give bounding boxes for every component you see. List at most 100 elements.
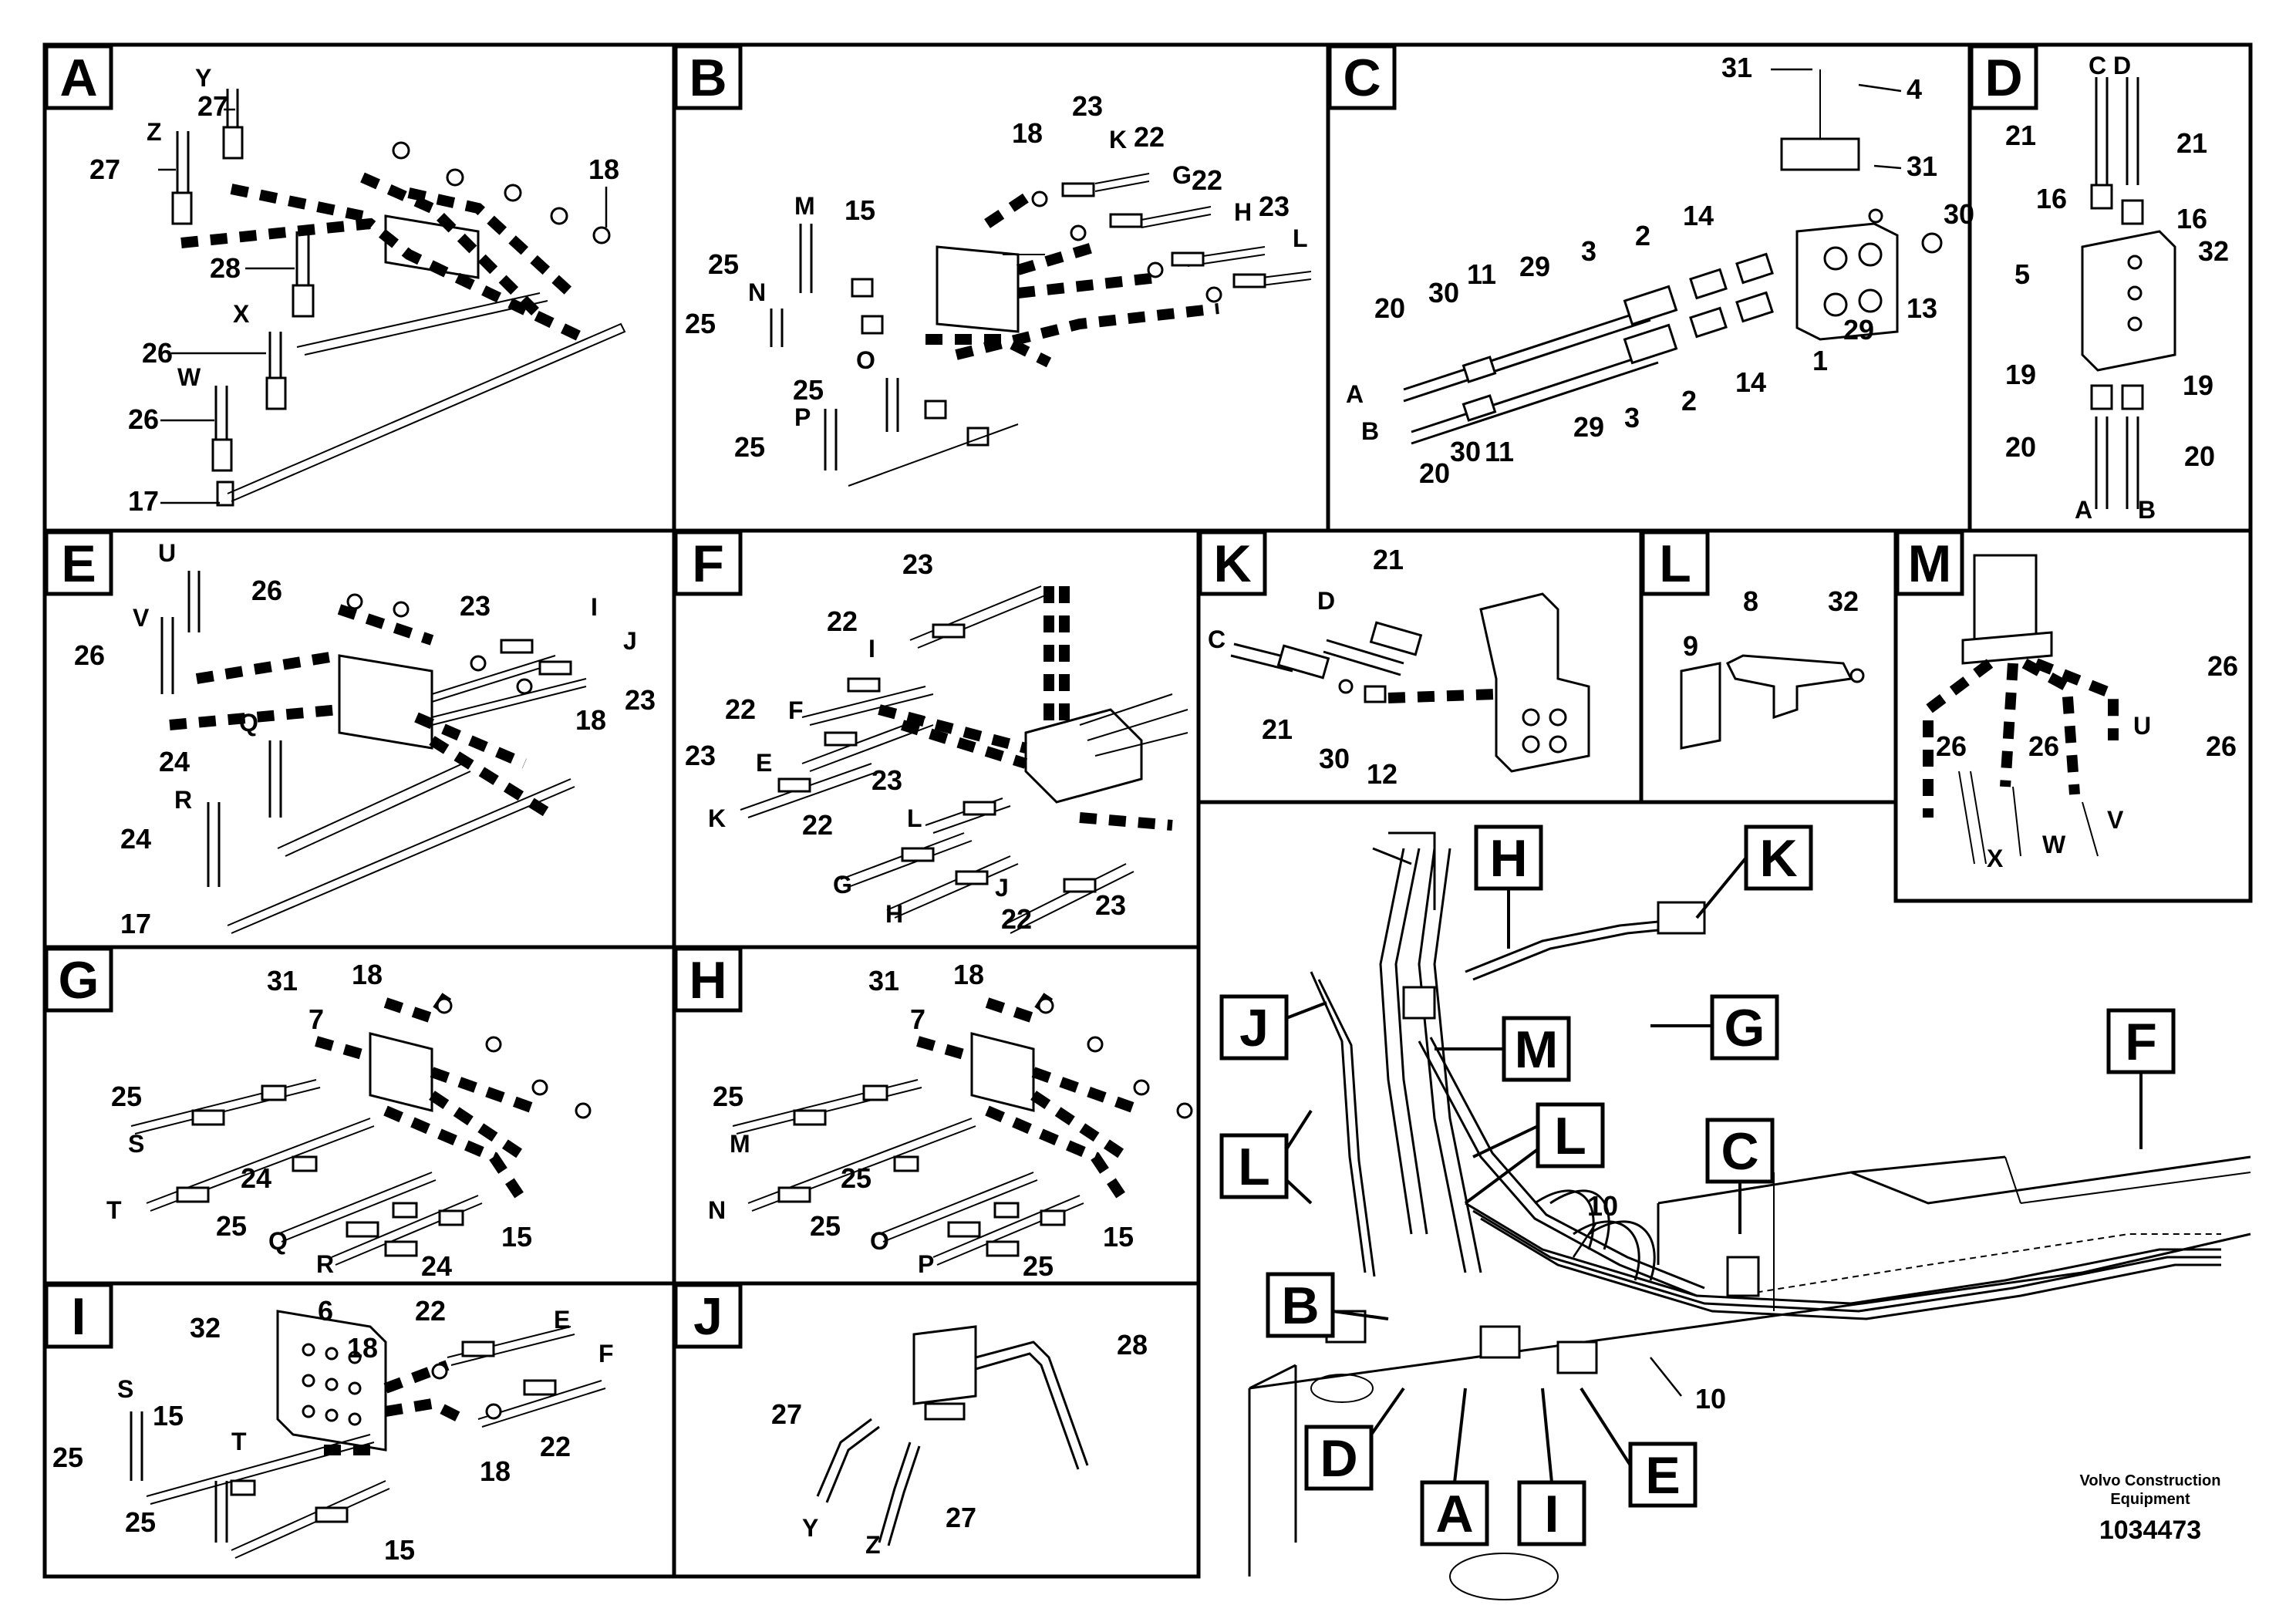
panel-frames <box>42 42 2253 1579</box>
svg-text:30: 30 <box>1450 436 1481 467</box>
svg-text:25: 25 <box>125 1506 156 1538</box>
svg-text:5: 5 <box>2014 258 2030 290</box>
callout-C: C <box>1705 1118 1775 1234</box>
panel-F-drawing: 23 22 I 22 F E 23 K 23 L 22 G H 22 J 23 <box>685 548 1188 935</box>
svg-text:M: M <box>794 192 815 220</box>
panel-J-drawing: 28 27 Y Z 27 <box>771 1325 1148 1559</box>
svg-text:C: C <box>2089 52 2106 79</box>
svg-text:13: 13 <box>1907 292 1937 324</box>
svg-text:25: 25 <box>52 1442 83 1473</box>
svg-text:26: 26 <box>251 575 282 606</box>
svg-text:26: 26 <box>2206 730 2237 762</box>
svg-text:23: 23 <box>1259 191 1290 222</box>
callout-A: A <box>1420 1388 1489 1546</box>
svg-text:I: I <box>72 1287 86 1346</box>
svg-text:1: 1 <box>1812 345 1828 376</box>
svg-text:U: U <box>158 539 176 567</box>
svg-text:29: 29 <box>1843 314 1874 346</box>
panel-tag-J: J <box>673 1283 743 1349</box>
panel-tag-H: H <box>673 946 743 1013</box>
svg-text:15: 15 <box>1103 1221 1134 1253</box>
svg-text:22: 22 <box>415 1295 446 1327</box>
panel-tag-G: G <box>44 946 113 1013</box>
svg-text:R: R <box>316 1250 334 1278</box>
svg-text:C: C <box>1343 49 1381 107</box>
svg-text:25: 25 <box>713 1081 743 1112</box>
figure-number: 1034473 <box>2099 1516 2201 1545</box>
svg-text:7: 7 <box>910 1003 925 1035</box>
svg-text:X: X <box>1987 845 2004 872</box>
svg-text:24: 24 <box>241 1162 271 1194</box>
svg-text:L: L <box>1659 534 1691 593</box>
svg-text:21: 21 <box>1373 544 1404 575</box>
svg-text:T: T <box>231 1428 247 1455</box>
svg-text:A: A <box>2075 496 2092 524</box>
svg-text:19: 19 <box>2183 369 2213 401</box>
svg-text:B: B <box>689 49 727 107</box>
svg-text:L: L <box>1554 1107 1586 1165</box>
svg-text:F: F <box>692 534 724 593</box>
svg-text:17: 17 <box>120 908 151 939</box>
svg-text:22: 22 <box>1134 121 1165 153</box>
svg-text:A: A <box>1435 1485 1473 1543</box>
svg-text:17: 17 <box>128 485 159 517</box>
svg-text:H: H <box>689 951 727 1010</box>
svg-text:23: 23 <box>460 590 491 622</box>
svg-text:30: 30 <box>1944 198 1974 230</box>
svg-text:32: 32 <box>190 1312 221 1344</box>
svg-text:18: 18 <box>953 959 984 990</box>
svg-text:21: 21 <box>2005 120 2036 151</box>
svg-text:29: 29 <box>1519 251 1550 282</box>
svg-text:W: W <box>2042 831 2066 858</box>
svg-text:28: 28 <box>1117 1329 1148 1361</box>
panel-K-drawing: 21 D C 21 30 12 <box>1208 544 1590 790</box>
svg-text:18: 18 <box>1012 117 1043 149</box>
svg-text:K: K <box>1213 534 1251 593</box>
panel-C-drawing: 31 4 31 30 14 2 3 29 11 30 20 A B 20 30 … <box>1346 52 1974 489</box>
callout-J: J <box>1219 994 1327 1061</box>
svg-text:L: L <box>1293 224 1308 252</box>
svg-text:22: 22 <box>802 809 833 841</box>
panel-tag-D: D <box>1969 44 2038 110</box>
svg-text:16: 16 <box>2176 203 2207 234</box>
svg-text:O: O <box>856 346 875 374</box>
panel-tag-M: M <box>1895 530 1964 596</box>
svg-text:29: 29 <box>1573 411 1604 443</box>
svg-text:D: D <box>2113 52 2131 79</box>
svg-text:2: 2 <box>1681 385 1697 416</box>
svg-text:32: 32 <box>1828 585 1859 617</box>
panel-L-drawing: 8 32 9 <box>1680 585 1865 750</box>
svg-text:J: J <box>693 1287 723 1346</box>
panel-tag-L: L <box>1640 530 1710 596</box>
svg-text:26: 26 <box>2028 730 2059 762</box>
svg-text:27: 27 <box>197 90 228 122</box>
svg-text:23: 23 <box>872 764 902 796</box>
svg-text:23: 23 <box>625 684 656 716</box>
svg-text:11: 11 <box>1467 258 1496 290</box>
svg-text:20: 20 <box>2005 431 2036 463</box>
svg-text:P: P <box>794 403 811 431</box>
svg-text:H: H <box>885 900 903 928</box>
svg-text:27: 27 <box>771 1398 802 1430</box>
svg-text:V: V <box>133 604 150 632</box>
svg-text:11: 11 <box>1485 436 1514 467</box>
overview-label-10-b: 10 <box>1695 1383 1726 1415</box>
svg-text:N: N <box>748 278 766 306</box>
svg-text:R: R <box>174 786 192 814</box>
svg-text:26: 26 <box>128 403 159 435</box>
svg-text:6: 6 <box>318 1295 333 1327</box>
overview-machine-drawing <box>1248 831 2251 1600</box>
svg-text:G: G <box>833 871 852 899</box>
svg-text:M: M <box>1908 534 1952 593</box>
svg-text:I: I <box>1545 1485 1559 1543</box>
callout-L-2: L <box>1464 1102 1605 1205</box>
svg-text:D: D <box>1984 49 2022 107</box>
svg-text:K: K <box>708 804 726 832</box>
svg-text:Z: Z <box>147 118 162 146</box>
svg-text:24: 24 <box>120 823 151 855</box>
svg-text:D: D <box>1317 587 1335 615</box>
svg-text:15: 15 <box>501 1221 532 1253</box>
svg-text:12: 12 <box>1367 758 1397 790</box>
svg-text:Q: Q <box>268 1227 288 1255</box>
svg-text:Z: Z <box>865 1531 881 1559</box>
